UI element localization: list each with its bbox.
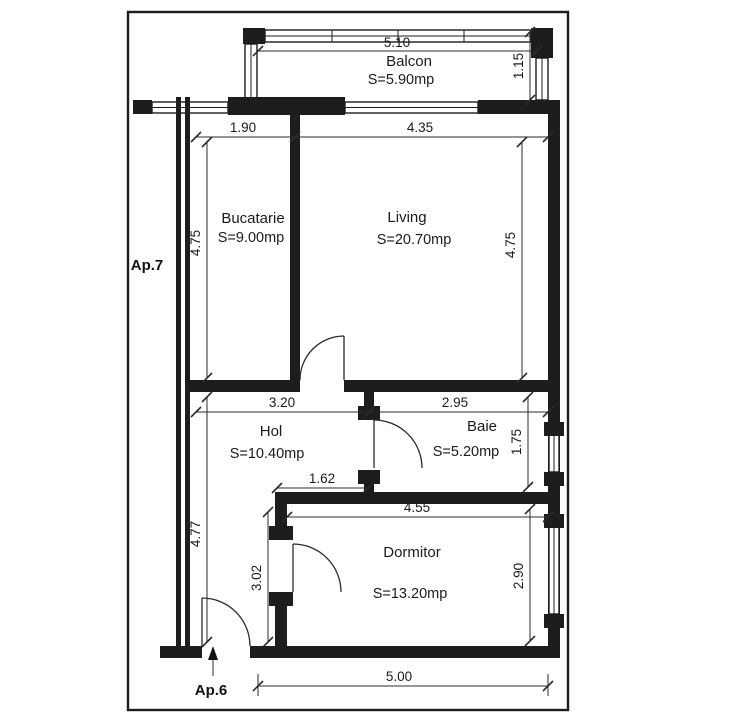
dim-text-bottom-width: 5.00: [386, 669, 412, 684]
dim-text-dormitor-height: 2.90: [511, 563, 526, 589]
dim-text-balcony-width: 5.10: [384, 35, 410, 50]
dim-balcony-width: 5.10: [252, 35, 543, 57]
dimensions: 5.10 1.15 1.90 4.35 4.75 4.75: [188, 26, 554, 696]
dim-text-living-height: 4.75: [503, 232, 518, 258]
dim-balcony-depth: 1.15: [511, 26, 536, 106]
wall-top-left-stub: [133, 100, 152, 114]
dim-text-dormitor-width: 4.55: [404, 500, 430, 515]
dim-text-baie-height: 1.75: [509, 429, 524, 455]
door-entrance: [201, 597, 251, 647]
wall-left-outer: [176, 97, 181, 658]
door-baie: [373, 419, 423, 469]
wall-bottom-left-stub: [160, 646, 202, 658]
dim-dormitor-left-height: 3.02: [249, 506, 274, 648]
balcony-corner-left: [243, 28, 265, 44]
room-label-bucatarie: Bucatarie: [221, 210, 284, 227]
dim-left-lower-height: 4.77: [188, 391, 213, 648]
room-label-dormitor: Dormitor: [383, 544, 441, 561]
wall-mid-left: [190, 380, 300, 392]
door-dormitor-jamb-top: [269, 526, 293, 540]
dim-text-left-upper-height: 4.75: [188, 230, 203, 256]
dim-text-hol-width: 3.20: [269, 395, 295, 410]
window-baie-jamb-bottom: [544, 472, 564, 486]
room-labels: Balcon S=5.90mp Bucatarie S=9.00mp Livin…: [218, 53, 500, 602]
room-label-baie: Baie: [467, 418, 497, 435]
entrance-arrow-icon: [208, 646, 218, 676]
door-dormitor-jamb-bottom: [269, 592, 293, 606]
balcony-structure: [243, 28, 553, 101]
dim-text-door-offset: 1.62: [309, 471, 335, 486]
dim-dormitor-height: 2.90: [511, 503, 536, 647]
window-dormitor-jamb-bottom: [544, 614, 564, 628]
window-baie-jamb-top: [544, 422, 564, 436]
room-label-balcon: Balcon: [386, 53, 432, 70]
room-area-baie: S=5.20mp: [433, 444, 500, 460]
dim-text-baie-width: 2.95: [442, 395, 468, 410]
entrance-label-ap6: Ap.6: [195, 682, 228, 699]
dim-text-living-width: 4.35: [407, 120, 433, 135]
exterior-walls: [133, 97, 564, 658]
wall-top-right: [478, 100, 560, 114]
room-area-dormitor: S=13.20mp: [373, 586, 448, 602]
room-label-living: Living: [387, 209, 426, 226]
door-swings: [201, 335, 423, 647]
window-dormitor-jamb-top: [544, 514, 564, 528]
room-label-hol: Hol: [260, 423, 283, 440]
door-baie-jamb-bottom: [358, 470, 380, 484]
wall-left-inner: [185, 97, 190, 658]
door-living: [299, 335, 345, 381]
dim-hol-baie-width: 3.20 2.95: [190, 395, 554, 418]
room-area-living: S=20.70mp: [377, 232, 452, 248]
wall-dormitor-top: [275, 492, 548, 504]
wall-mid-right: [344, 380, 548, 392]
dim-left-upper-height: 4.75: [188, 136, 213, 384]
wall-bucatarie-living: [290, 112, 300, 380]
dim-baie-height: 1.75: [509, 391, 534, 493]
room-area-bucatarie: S=9.00mp: [218, 230, 285, 246]
door-dormitor: [292, 543, 342, 593]
apartment-labels: Ap.7 Ap.6: [131, 257, 228, 699]
dim-text-bucatarie-width: 1.90: [230, 120, 256, 135]
dim-text-balcony-depth: 1.15: [511, 53, 526, 79]
dim-dormitor-width: 4.55: [281, 500, 554, 523]
room-area-hol: S=10.40mp: [230, 446, 305, 462]
room-area-balcon: S=5.90mp: [368, 72, 435, 88]
wall-bottom: [250, 646, 560, 658]
dim-top-rooms-width: 1.90 4.35: [190, 120, 554, 143]
dim-text-dormitor-left-height: 3.02: [249, 565, 264, 591]
dim-text-left-lower-height: 4.77: [188, 521, 203, 547]
dim-bottom-width: 5.00: [252, 669, 554, 696]
neighbor-label-ap7: Ap.7: [131, 257, 164, 274]
wall-top-middle: [228, 97, 345, 115]
dim-living-height: 4.75: [503, 136, 528, 384]
interior-walls: [190, 112, 548, 646]
dim-door-offset: 1.62: [271, 471, 374, 494]
plan-frame: [126, 10, 570, 712]
